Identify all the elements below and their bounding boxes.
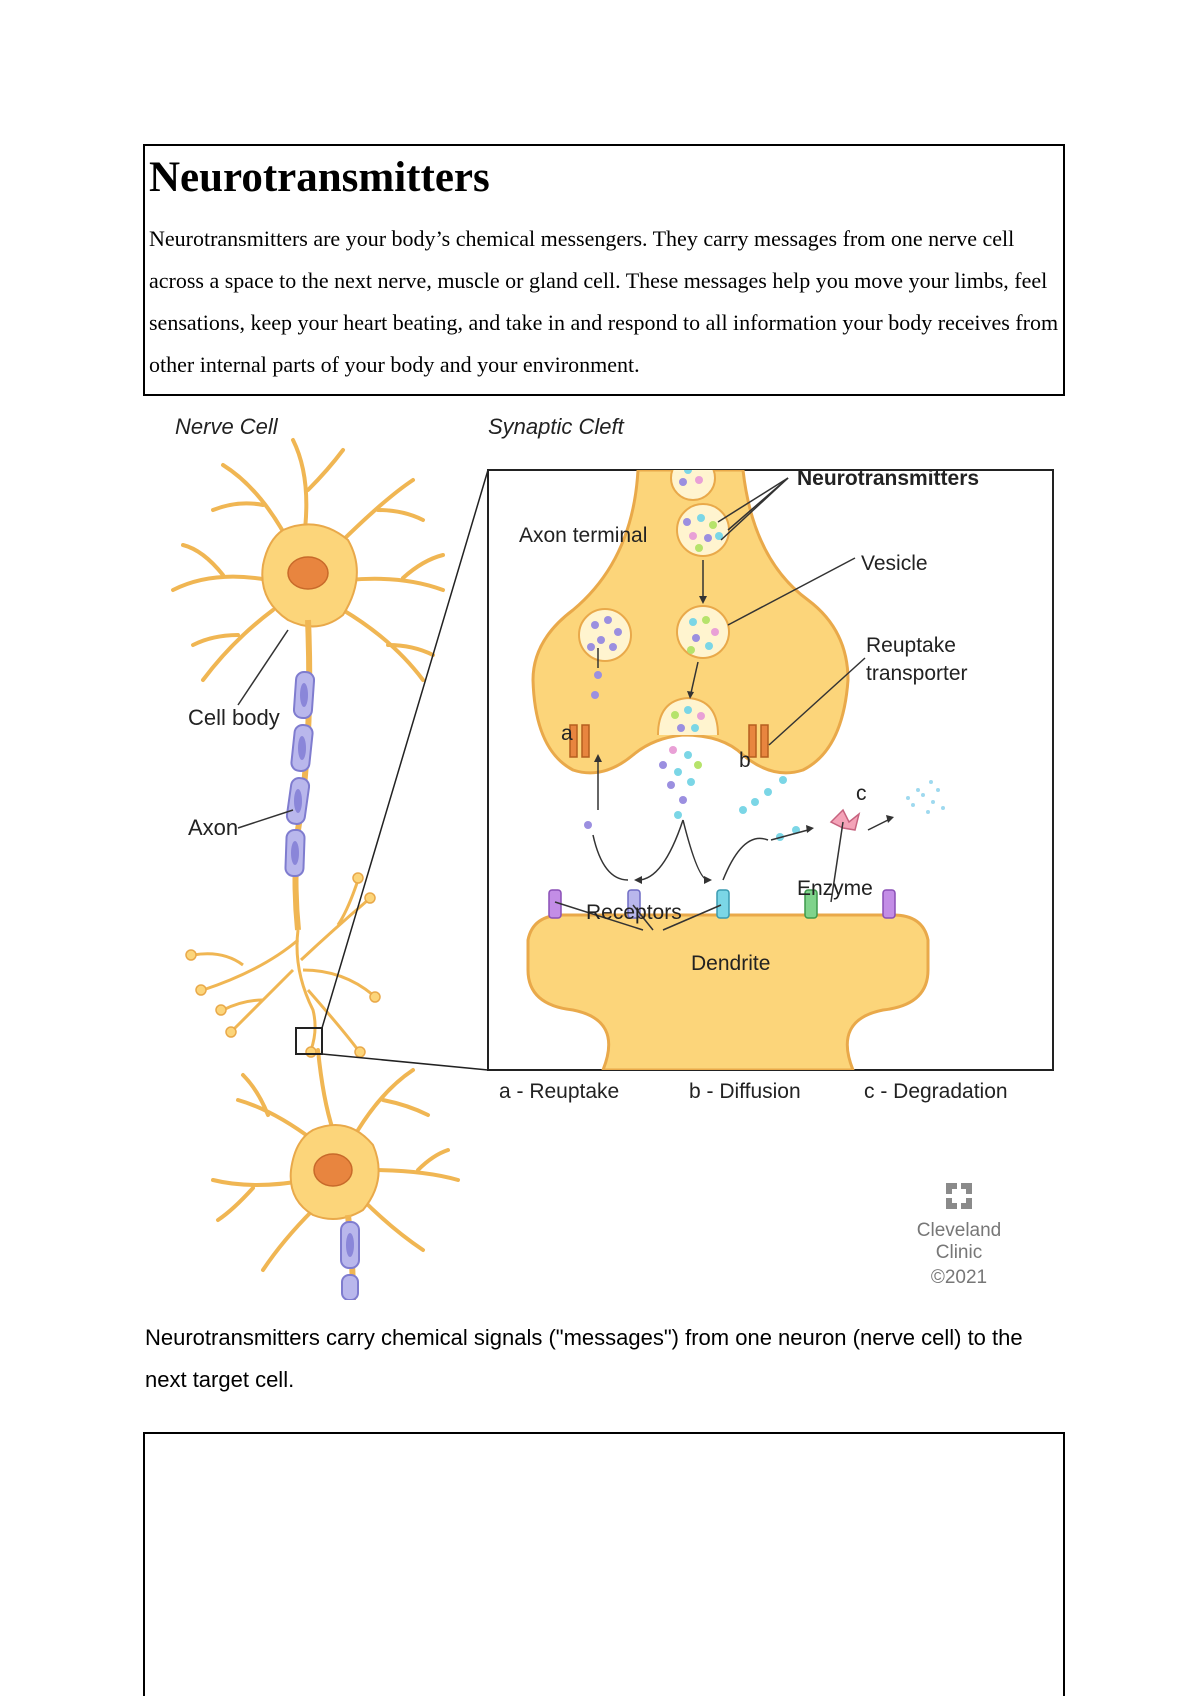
receptors-label: Receptors: [586, 901, 682, 924]
enzyme-shape: [829, 808, 861, 831]
reuptake-label-line2: transporter: [866, 662, 968, 685]
intro-paragraph: Neurotransmitters are your body’s chemic…: [149, 226, 1059, 377]
vesicle-label: Vesicle: [861, 552, 928, 575]
upper-neuron: [171, 438, 445, 682]
page-title: Neurotransmitters: [149, 154, 490, 201]
legend-diffusion: b - Diffusion: [689, 1080, 801, 1103]
enzyme-label: Enzyme: [797, 877, 873, 900]
cleveland-clinic-logo-icon: [946, 1183, 972, 1209]
figure-caption: Neurotransmitters carry chemical signals…: [145, 1325, 1023, 1392]
nerve-cell-heading: Nerve Cell: [175, 414, 279, 439]
reuptake-label-line1: Reuptake: [866, 634, 956, 657]
synaptic-cleft-heading: Synaptic Cleft: [488, 414, 625, 439]
dendrite-label: Dendrite: [691, 952, 770, 975]
axon-terminal-label: Axon terminal: [519, 524, 647, 547]
axon-shape: [284, 619, 316, 931]
neurotransmitters-label: Neurotransmitters: [797, 467, 979, 490]
credit-line3: ©2021: [931, 1267, 987, 1288]
synapse-illustration: Nerve Cell Synaptic Cleft: [171, 414, 1054, 1300]
legend-reuptake: a - Reuptake: [499, 1080, 619, 1103]
empty-box: [143, 1432, 1065, 1696]
label-a: a: [561, 722, 573, 745]
legend-degradation: c - Degradation: [864, 1080, 1008, 1103]
credit-line1: Cleveland: [917, 1220, 1002, 1241]
lower-neuron: [211, 1048, 460, 1300]
axon-branches: [192, 879, 374, 1051]
axon-label: Axon: [188, 815, 238, 840]
cell-body-label: Cell body: [188, 705, 280, 730]
intro-box: Neurotransmitters Neurotransmitters are …: [143, 144, 1065, 396]
credit-line2: Clinic: [936, 1242, 982, 1263]
label-b: b: [739, 749, 751, 772]
vesicle-top: [676, 503, 730, 557]
synapse-panel: [487, 469, 1054, 1071]
label-c: c: [856, 782, 867, 805]
nucleus-shape: [287, 556, 329, 590]
zoom-marker: [295, 1027, 323, 1055]
